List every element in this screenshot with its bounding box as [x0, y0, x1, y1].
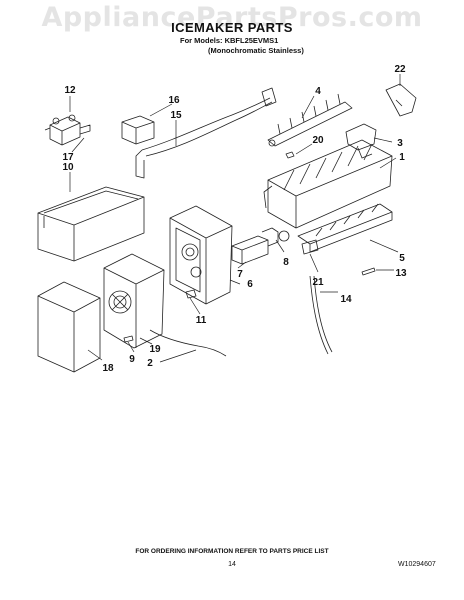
control-module-drawing — [169, 205, 233, 305]
leader-9 — [127, 341, 135, 353]
leader-20 — [295, 143, 313, 155]
callout-20: 20 — [312, 135, 324, 146]
callout-8: 8 — [283, 257, 289, 268]
leader-11 — [189, 297, 201, 315]
callout-5: 5 — [399, 253, 405, 264]
clip-drawing — [301, 239, 319, 255]
callout-4: 4 — [315, 86, 321, 97]
leader-2 — [159, 349, 197, 363]
model-variant: (Monochromatic Stainless) — [208, 46, 304, 55]
callout-12: 12 — [64, 85, 76, 96]
leader-6 — [229, 279, 241, 285]
callout-19: 19 — [149, 344, 161, 355]
ice-bucket-drawing — [37, 186, 145, 262]
callout-14: 14 — [340, 294, 352, 305]
callout-22: 22 — [394, 64, 406, 75]
callout-15: 15 — [170, 110, 182, 121]
ordering-note: FOR ORDERING INFORMATION REFER TO PARTS … — [135, 548, 329, 555]
callout-18: 18 — [102, 363, 114, 374]
shutoff-arm-drawing — [345, 83, 417, 159]
callout-9: 9 — [129, 354, 135, 365]
leader-3 — [373, 137, 393, 143]
ejector-drawing — [267, 93, 353, 147]
heater-drawing — [297, 203, 393, 253]
document-number: W10294607 — [398, 561, 436, 568]
leader-8 — [275, 239, 285, 253]
leader-17 — [71, 137, 85, 153]
module-cover-drawing — [37, 281, 101, 373]
callout-6: 6 — [247, 279, 253, 290]
screw-13-drawing — [361, 267, 376, 276]
callout-7: 7 — [237, 269, 243, 280]
leader-21 — [309, 253, 319, 273]
callout-1: 1 — [399, 152, 405, 163]
leader-5 — [369, 239, 399, 253]
callout-21: 21 — [312, 277, 324, 288]
callout-11: 11 — [196, 315, 207, 326]
leader-1 — [379, 157, 397, 169]
watermark: AppliancePartsPros.com — [41, 2, 423, 33]
front-cover-drawing — [103, 253, 165, 349]
screw-11-drawing — [185, 289, 197, 299]
page-title: ICEMAKER PARTS — [171, 20, 293, 35]
leader-18 — [87, 349, 103, 361]
wire-harness-drawing — [121, 87, 277, 179]
ice-mold-drawing — [263, 139, 393, 229]
callout-17: 17 — [62, 152, 74, 163]
page-number: 14 — [228, 561, 236, 568]
wiring-19-drawing — [149, 329, 227, 357]
drive-motor-drawing — [231, 227, 290, 265]
callout-16: 16 — [168, 95, 180, 106]
leader-16 — [149, 103, 173, 117]
leader-7 — [237, 261, 247, 269]
leader-19 — [139, 337, 153, 345]
callout-13: 13 — [395, 268, 407, 279]
leader-4 — [301, 95, 315, 119]
callout-3: 3 — [397, 138, 403, 149]
screw-9-drawing — [123, 335, 134, 343]
callout-2: 2 — [147, 358, 153, 369]
callout-10: 10 — [62, 162, 74, 173]
screw-20-drawing — [285, 151, 295, 159]
model-line: For Models: KBFL25EVMS1 — [180, 36, 279, 45]
fill-tube-drawing — [309, 275, 333, 355]
water-valve-drawing — [44, 114, 91, 146]
